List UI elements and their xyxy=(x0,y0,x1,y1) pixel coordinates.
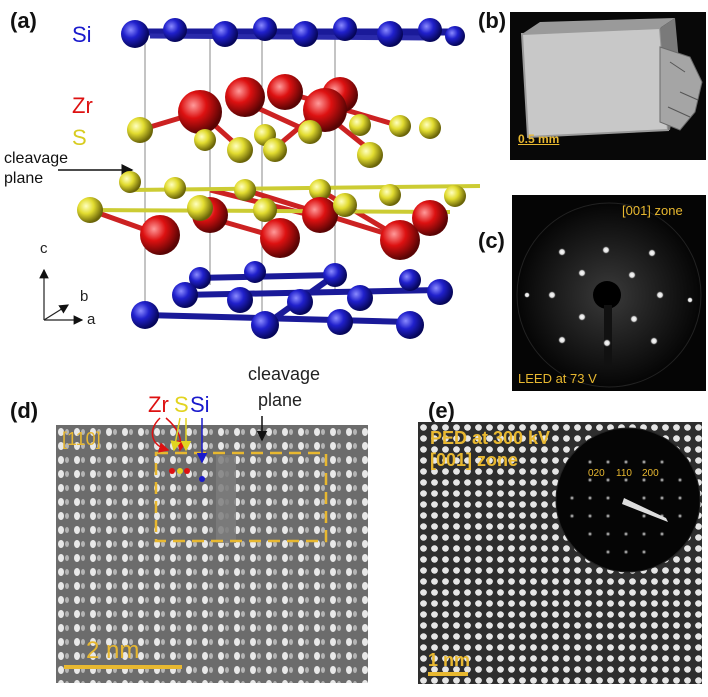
scale-bar-b: 0.5 mm xyxy=(518,132,560,146)
s-element-label: S xyxy=(72,125,87,150)
crystal-photo: 0.5 mm xyxy=(510,12,706,160)
axis-a-label: a xyxy=(87,311,96,328)
leed-caption: LEED at 73 V xyxy=(518,371,597,386)
si-top-layer xyxy=(121,17,465,48)
cleavage-label-d-2: plane xyxy=(258,390,303,410)
index-110: 110 xyxy=(616,468,632,479)
panel-a-label: (a) xyxy=(10,8,37,33)
si-atom-label: Si xyxy=(190,392,210,417)
scale-bar-e-line xyxy=(428,672,468,676)
szr-lower-layer xyxy=(77,171,480,260)
axis-c-label: c xyxy=(40,240,48,257)
direction-110-label: [110] xyxy=(62,429,101,449)
si-bottom-layer xyxy=(131,261,453,339)
ped-voltage-label: PED at 300 kV xyxy=(430,428,551,448)
cleavage-label-a-1: cleavage xyxy=(4,150,69,167)
zr-element-label: Zr xyxy=(72,93,93,118)
cleavage-label-a-2: plane xyxy=(4,170,44,187)
panel-b-label: (b) xyxy=(478,8,507,33)
axes-indicator xyxy=(39,268,84,325)
zr-atom-label: Zr xyxy=(148,392,169,417)
axis-b-label: b xyxy=(80,288,89,305)
panel-d-label: (d) xyxy=(10,398,39,423)
index-020: 020 xyxy=(588,468,605,479)
scale-bar-d-label: 2 nm xyxy=(86,637,140,664)
index-200: 200 xyxy=(642,468,659,479)
ped-zone-label: [001] zone xyxy=(430,450,519,470)
panel-c-label: (c) xyxy=(478,228,505,253)
leed-zone-label: [001] zone xyxy=(622,203,683,218)
cleavage-label-d-1: cleavage xyxy=(248,364,321,384)
panel-e-label: (e) xyxy=(428,398,455,423)
s-atom-label: S xyxy=(174,392,189,417)
haadf-image: [110] 2 nm xyxy=(56,425,368,683)
zrs-upper-layer xyxy=(127,74,441,168)
leed-pattern: [001] zone LEED at 73 V xyxy=(512,195,706,391)
scale-bar-e-label: 1 nm xyxy=(428,650,471,670)
crystal-structure-diagram xyxy=(39,17,480,339)
scale-bar-d-line xyxy=(64,665,182,669)
si-element-label: Si xyxy=(72,22,92,47)
ped-image: PED at 300 kV [001] zone 020 110 200 1 n… xyxy=(418,422,702,684)
